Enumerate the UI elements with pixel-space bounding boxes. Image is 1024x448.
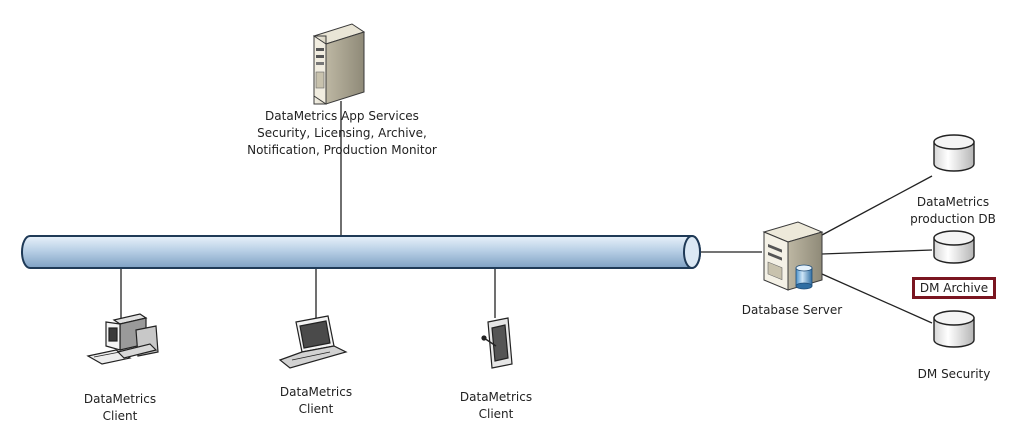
- app-services-label-line2: Security, Licensing, Archive,: [257, 126, 427, 140]
- client-1-label-line1: DataMetrics: [83, 392, 157, 406]
- app-server-icon: [312, 23, 366, 105]
- app-services-label-line3: Notification, Production Monitor: [247, 143, 437, 157]
- database-server-icon: [762, 221, 824, 291]
- tablet-icon: [481, 317, 513, 369]
- database-server-label: Database Server: [741, 303, 843, 317]
- archive-db-label: DM Archive: [911, 277, 997, 299]
- laptop-icon: [278, 315, 348, 369]
- archive-db-label-box: DM Archive: [904, 277, 1004, 299]
- archive-db-icon: [933, 230, 975, 264]
- client-1-label: DataMetrics Client: [70, 391, 170, 425]
- client-3-label-line1: DataMetrics: [459, 390, 533, 404]
- security-db-label: DM Security: [917, 367, 991, 381]
- production-db-label-line1: DataMetrics: [916, 195, 990, 209]
- production-db-icon: [933, 134, 975, 172]
- desktop-pc-icon: [86, 313, 159, 365]
- db-server-to-security-link: [821, 273, 933, 324]
- client-3-label-line2: Client: [478, 407, 514, 421]
- security-db-icon: [933, 310, 975, 348]
- db-server-to-production-db-link: [821, 175, 933, 236]
- production-db-label: DataMetrics production DB: [898, 194, 1008, 228]
- client-3-label: DataMetrics Client: [446, 389, 546, 423]
- production-db-label-line2: production DB: [910, 212, 996, 226]
- app-services-label: DataMetrics App Services Security, Licen…: [222, 108, 462, 159]
- connection-lines: [120, 101, 933, 324]
- client-2-label: DataMetrics Client: [266, 384, 366, 418]
- network-bus: [21, 235, 701, 269]
- app-services-label-line1: DataMetrics App Services: [265, 109, 419, 123]
- db-server-to-archive-link: [821, 249, 933, 255]
- client-1-label-line2: Client: [102, 409, 138, 423]
- client-2-label-line1: DataMetrics: [279, 385, 353, 399]
- client-2-label-line2: Client: [298, 402, 334, 416]
